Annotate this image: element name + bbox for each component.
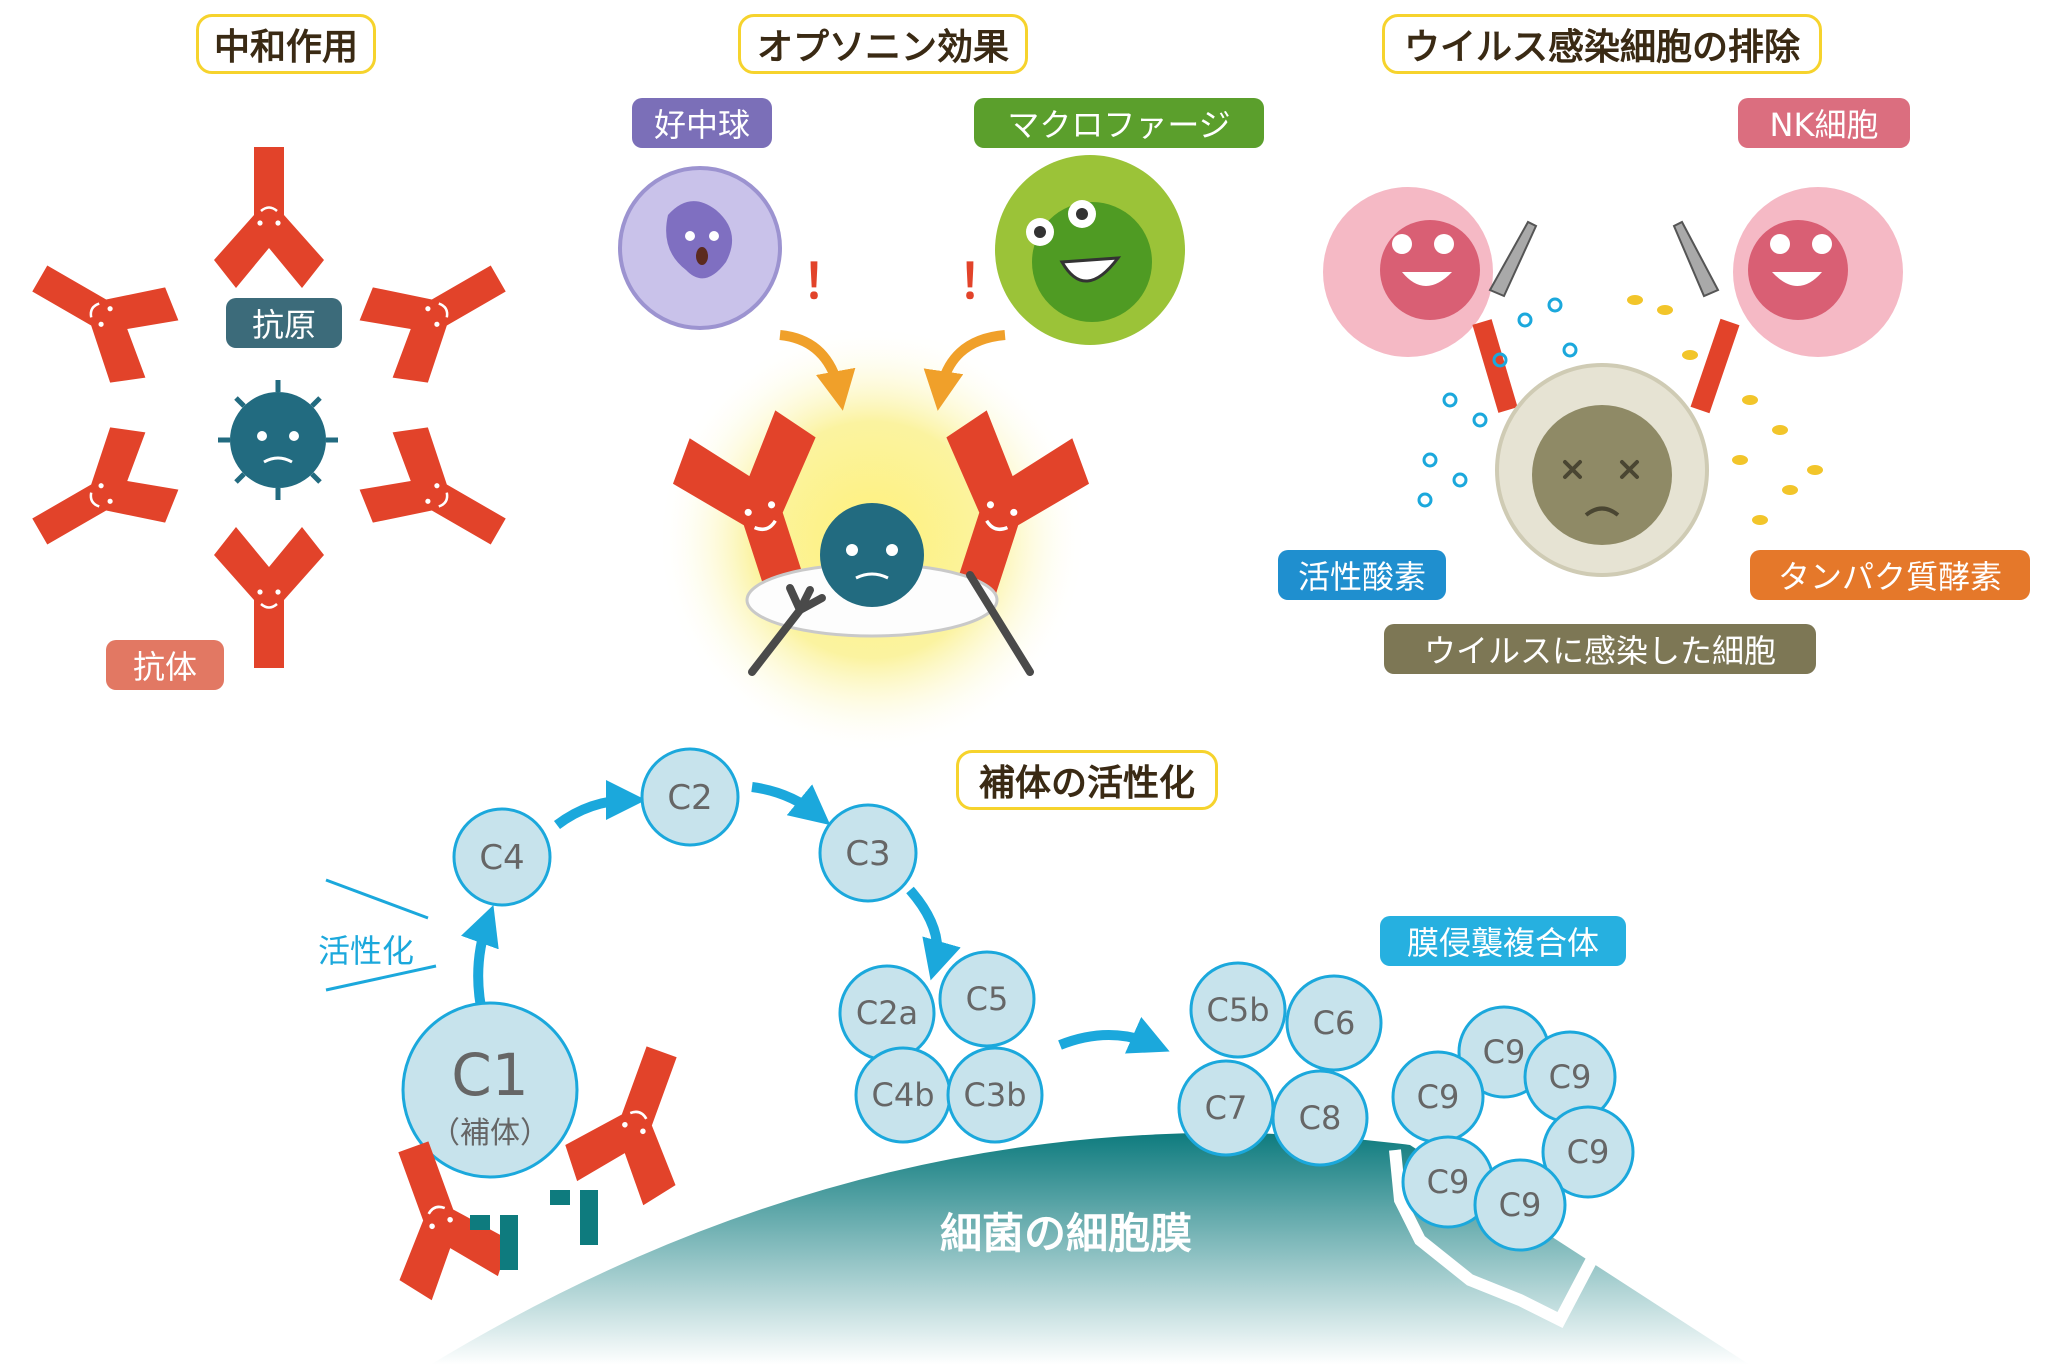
membrane-pore bbox=[1389, 1149, 1644, 1328]
antibody-link bbox=[1690, 318, 1740, 414]
complement-label: C9 bbox=[1499, 1186, 1542, 1224]
antibody-link bbox=[1472, 319, 1518, 413]
opsonin-panel: ！ ！ bbox=[618, 155, 1185, 755]
title-elimination: ウイルス感染細胞の排除 bbox=[1382, 14, 1822, 74]
complement-label: C3b bbox=[963, 1076, 1026, 1114]
ros-tag: 活性酸素 bbox=[1278, 550, 1446, 600]
complement-label: C9 bbox=[1427, 1163, 1470, 1201]
protease-dots bbox=[1627, 295, 1823, 525]
antibody bbox=[553, 1030, 719, 1215]
macrophage-arrow bbox=[923, 330, 1006, 411]
nk-cell-right bbox=[1733, 187, 1903, 357]
neutralization-panel bbox=[11, 145, 527, 670]
complement-protein: C9 bbox=[1391, 1050, 1485, 1144]
complement-protein: C4 bbox=[452, 807, 552, 907]
complement-label: C9 bbox=[1417, 1078, 1460, 1116]
complement-protein: C9 bbox=[1401, 1135, 1495, 1229]
title-complement: 補体の活性化 bbox=[956, 750, 1218, 810]
complement-protein: C4b bbox=[854, 1046, 952, 1144]
membrane-receptor bbox=[470, 1190, 598, 1270]
complement-label: C9 bbox=[1549, 1058, 1592, 1096]
ros-dots bbox=[1417, 297, 1578, 508]
knife-icon bbox=[966, 571, 1034, 676]
c1-label: C1 bbox=[451, 1041, 528, 1109]
complement-label: C9 bbox=[1483, 1033, 1526, 1071]
macrophage-cell bbox=[995, 155, 1185, 345]
arrow-c4-c2 bbox=[553, 780, 646, 830]
mac-tag: 膜侵襲複合体 bbox=[1380, 916, 1626, 966]
virus bbox=[218, 380, 338, 500]
macrophage-tag: マクロファージ bbox=[974, 98, 1264, 148]
complement-protein: C3b bbox=[946, 1046, 1044, 1144]
neutrophil-exclaim: ！ bbox=[802, 254, 850, 310]
complement-protein: C7 bbox=[1177, 1059, 1275, 1157]
knife-icon bbox=[1672, 220, 1720, 298]
complement-protein: C6 bbox=[1285, 974, 1383, 1072]
antigen-tag: 抗原 bbox=[226, 298, 342, 348]
complement-label: C5 bbox=[966, 980, 1009, 1018]
complement-label: C5b bbox=[1206, 991, 1269, 1029]
antibody bbox=[347, 412, 527, 581]
nk-cell-left bbox=[1323, 187, 1493, 357]
complement-label: C9 bbox=[1567, 1133, 1610, 1171]
activation-line bbox=[325, 878, 429, 920]
knife-icon bbox=[1488, 220, 1538, 298]
arrow-cluster-complex bbox=[1058, 1016, 1170, 1054]
complement-label: C6 bbox=[1313, 1004, 1356, 1042]
neutrophil-cell bbox=[618, 166, 782, 330]
title-neutralization: 中和作用 bbox=[196, 14, 376, 74]
complement-protein: C9 bbox=[1541, 1105, 1635, 1199]
complement-label: C3 bbox=[845, 834, 890, 874]
antibody-tag: 抗体 bbox=[106, 640, 224, 690]
antibody bbox=[11, 412, 191, 581]
antibody bbox=[214, 525, 324, 670]
antibody bbox=[214, 145, 324, 290]
complement-protein: C8 bbox=[1271, 1069, 1369, 1167]
complement-label: C4b bbox=[871, 1076, 934, 1114]
infected-cell-tag: ウイルスに感染した細胞 bbox=[1384, 624, 1816, 674]
complement-label: C2 bbox=[667, 778, 712, 818]
activation-line bbox=[325, 964, 437, 992]
complement-protein: C5b bbox=[1189, 961, 1287, 1059]
neutrophil-tag: 好中球 bbox=[632, 98, 772, 148]
complement-label: C4 bbox=[479, 838, 524, 878]
complement-protein: C3 bbox=[818, 803, 918, 903]
complement-label: C2a bbox=[856, 994, 918, 1032]
complement-label: C7 bbox=[1205, 1089, 1248, 1127]
antibody bbox=[11, 229, 191, 398]
macrophage-exclaim: ！ bbox=[958, 254, 1006, 310]
complement-protein: C2 bbox=[640, 747, 740, 847]
nk-cell-tag: NK細胞 bbox=[1738, 98, 1910, 148]
c1-complement: C1 （補体） bbox=[401, 1001, 579, 1179]
title-opsonin: オプソニン効果 bbox=[738, 14, 1028, 74]
complement-protein: C5 bbox=[938, 950, 1036, 1048]
neutrophil-arrow bbox=[779, 330, 856, 411]
complement-protein: C9 bbox=[1473, 1158, 1567, 1252]
infected-cell bbox=[1495, 363, 1709, 577]
activation-label: 活性化 bbox=[318, 932, 415, 970]
complement-protein: C2a bbox=[838, 964, 936, 1062]
membrane-label: 細菌の細胞膜 bbox=[940, 1209, 1192, 1258]
c1-sub-label: （補体） bbox=[430, 1116, 550, 1151]
elimination-panel bbox=[1323, 187, 1903, 577]
protease-tag: タンパク質酵素 bbox=[1750, 550, 2030, 600]
virus bbox=[820, 503, 924, 607]
fork-icon bbox=[748, 584, 826, 676]
complement-label: C8 bbox=[1299, 1099, 1342, 1137]
arrow-c3-cluster bbox=[906, 886, 961, 981]
arrow-c2-c3 bbox=[751, 782, 831, 826]
antibody bbox=[347, 229, 527, 398]
